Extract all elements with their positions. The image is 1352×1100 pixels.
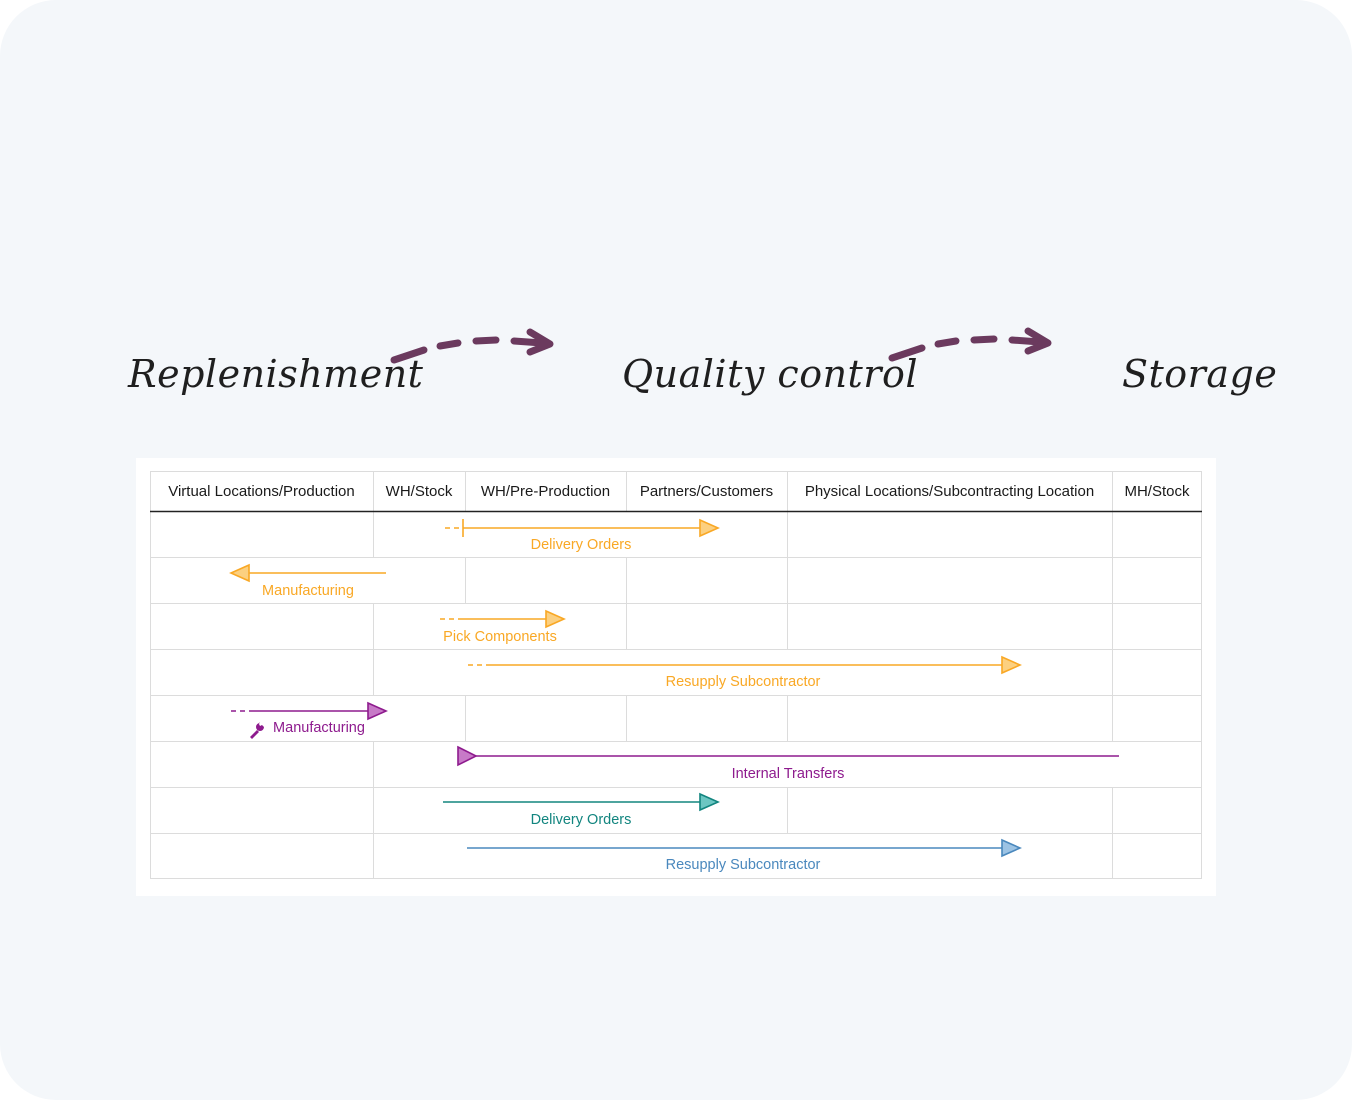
flow-label-resupply-subcontractor: Resupply Subcontractor [665,674,821,690]
flow-label-internal-transfers: Internal Transfers [731,766,845,782]
flow-label-delivery-orders-teal: Delivery Orders [530,812,632,828]
step-replenishment: Replenishment [128,352,424,396]
column-header-wh-stock: WH/Stock [385,482,453,500]
step-storage: Storage [1122,352,1278,396]
flow-label-resupply-subcontractor-blue: Resupply Subcontractor [665,857,821,873]
flow-label-pick-components: Pick Components [443,629,557,645]
flow-label-manufacturing: Manufacturing [262,583,354,599]
column-header-virtual-production: Virtual Locations/Production [168,482,355,500]
flow-label-manufacturing-purple: Manufacturing [273,720,365,736]
column-header-wh-pre-production: WH/Pre-Production [480,482,611,500]
column-header-partners-customers: Partners/Customers [639,482,774,500]
flow-label-delivery-orders: Delivery Orders [530,537,632,553]
column-header-subcontracting-location: Physical Locations/Subcontracting Locati… [804,482,1095,500]
column-header-mh-stock: MH/Stock [1124,482,1190,500]
step-quality-control: Quality control [622,352,919,396]
